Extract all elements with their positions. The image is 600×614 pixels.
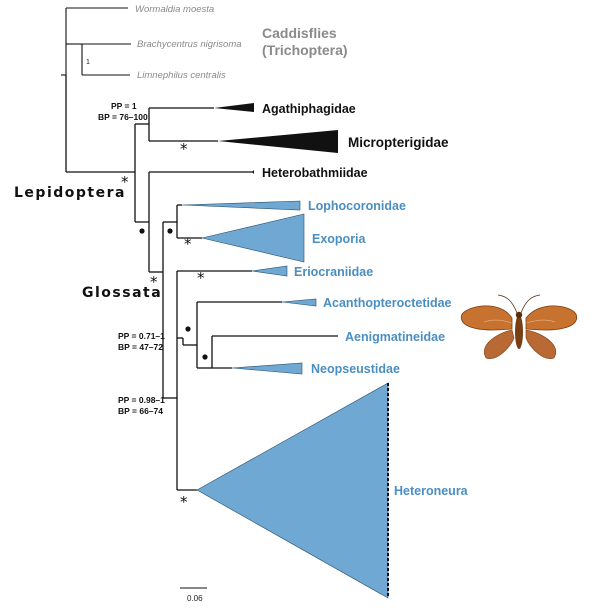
support-node-a-bp: BP = 47–72 bbox=[118, 342, 163, 352]
taxon-limnephilus-centralis: Limnephilus centralis bbox=[137, 70, 226, 81]
support-agath-micro-bp: BP = 76–100 bbox=[98, 112, 148, 122]
node-dot-lophocoronidae-glossata bbox=[139, 228, 145, 234]
clade-heteroneura bbox=[196, 382, 389, 599]
label-heterobathmiidae: Heterobathmiidae bbox=[262, 166, 368, 180]
outgroup-node-support: 1 bbox=[86, 59, 90, 66]
label-heteroneura: Heteroneura bbox=[394, 484, 469, 498]
label-lophocoronidae: Lophocoronidae bbox=[308, 199, 406, 213]
label-eriocraniidae: Eriocraniidae bbox=[294, 265, 373, 279]
support-agath-micro-pp: PP = 1 bbox=[111, 101, 137, 111]
clade-eriocraniidae bbox=[251, 265, 288, 277]
support-node-b-bp: BP = 66–74 bbox=[118, 406, 163, 416]
label-aenigmatineidae: Aenigmatineidae bbox=[345, 330, 445, 344]
clade-micropterigidae bbox=[218, 130, 338, 153]
clade-label-lepidoptera: Lepidoptera bbox=[14, 185, 126, 201]
taxon-brachycentrus-nigrisoma: Brachycentrus nigrisoma bbox=[137, 39, 242, 50]
clade-exoporia bbox=[201, 213, 305, 263]
node-dot-acantho-group bbox=[185, 326, 191, 332]
clade-heterobathmiidae-tip bbox=[252, 170, 254, 174]
clade-lophocoronidae bbox=[181, 200, 301, 211]
clade-neopseustidae bbox=[231, 362, 303, 375]
outgroup-caddisflies bbox=[61, 7, 131, 76]
star-heteroneura: * bbox=[180, 493, 188, 511]
clade-label-glossata: Glossata bbox=[82, 285, 162, 301]
lepidoptera-backbone bbox=[65, 75, 254, 273]
star-micropterigidae: * bbox=[180, 140, 188, 158]
label-neopseustidae: Neopseustidae bbox=[311, 362, 400, 376]
group-trichoptera: (Trichoptera) bbox=[262, 42, 348, 58]
support-node-a-pp: PP = 0.71–1 bbox=[118, 331, 165, 341]
label-micropterigidae: Micropterigidae bbox=[348, 135, 449, 150]
node-dot-loph-exo bbox=[167, 228, 173, 234]
label-acanthopteroctetidae: Acanthopteroctetidae bbox=[323, 296, 452, 310]
star-glossata: * bbox=[150, 273, 158, 291]
taxon-wormaldia-moesta: Wormaldia moesta bbox=[135, 4, 214, 15]
node-dot-aenig-neop bbox=[202, 354, 208, 360]
clade-acanthopteroctetidae bbox=[281, 298, 317, 307]
star-lepidoptera: * bbox=[121, 173, 129, 191]
star-exoporia: * bbox=[184, 235, 192, 253]
support-node-b-pp: PP = 0.98–1 bbox=[118, 395, 165, 405]
group-caddisflies: Caddisflies bbox=[262, 25, 337, 41]
label-agathiphagidae: Agathiphagidae bbox=[262, 102, 356, 116]
label-exoporia: Exoporia bbox=[312, 232, 367, 246]
moth-illustration bbox=[460, 294, 578, 359]
scale-bar-label: 0.06 bbox=[187, 594, 203, 603]
star-eriocraniidae: * bbox=[197, 269, 205, 287]
glossata-clade bbox=[162, 204, 338, 491]
clade-agathiphagidae bbox=[214, 103, 254, 112]
